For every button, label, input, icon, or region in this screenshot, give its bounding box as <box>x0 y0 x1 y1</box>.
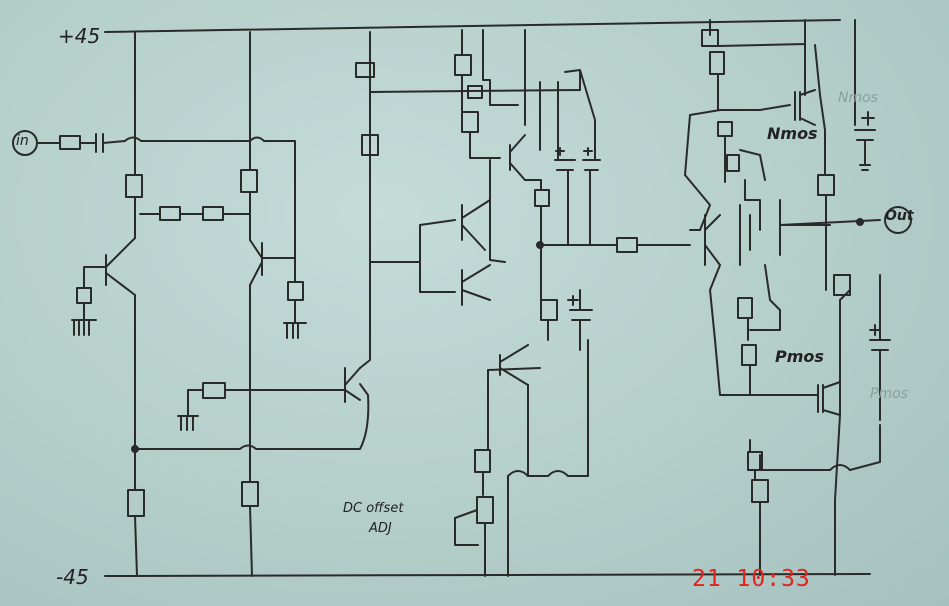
camera-timestamp: 21 10:33 <box>692 566 811 592</box>
vas-transistor-lower <box>461 264 491 306</box>
output-terminal <box>884 206 912 234</box>
nmos-transistor <box>794 89 816 126</box>
pmos-transistor <box>817 381 841 416</box>
bias-transistor <box>344 367 361 403</box>
nmos-label: Nmos <box>767 124 818 143</box>
dc-offset-label: DC offset <box>343 501 404 516</box>
dc-offset-pot <box>476 496 494 524</box>
negative-rail-label: -45 <box>56 565 89 589</box>
mirror-transistor <box>249 239 296 286</box>
vas-transistor-upper <box>461 199 491 251</box>
output-label: Out <box>885 208 914 224</box>
dc-adj-label: ADJ <box>369 521 392 536</box>
input-resistor <box>59 135 81 150</box>
input-label: in <box>16 133 29 149</box>
pmos-ghost-label: Pmos <box>870 386 908 402</box>
driver-transistor-top <box>509 134 526 181</box>
positive-rail <box>104 19 841 33</box>
input-capacitor <box>95 133 104 153</box>
negative-rail <box>104 573 871 577</box>
pmos-label: Pmos <box>775 347 824 366</box>
positive-rail-label: +45 <box>58 24 101 48</box>
input-transistor <box>105 237 136 296</box>
nmos-ghost-label: Nmos <box>838 90 878 106</box>
